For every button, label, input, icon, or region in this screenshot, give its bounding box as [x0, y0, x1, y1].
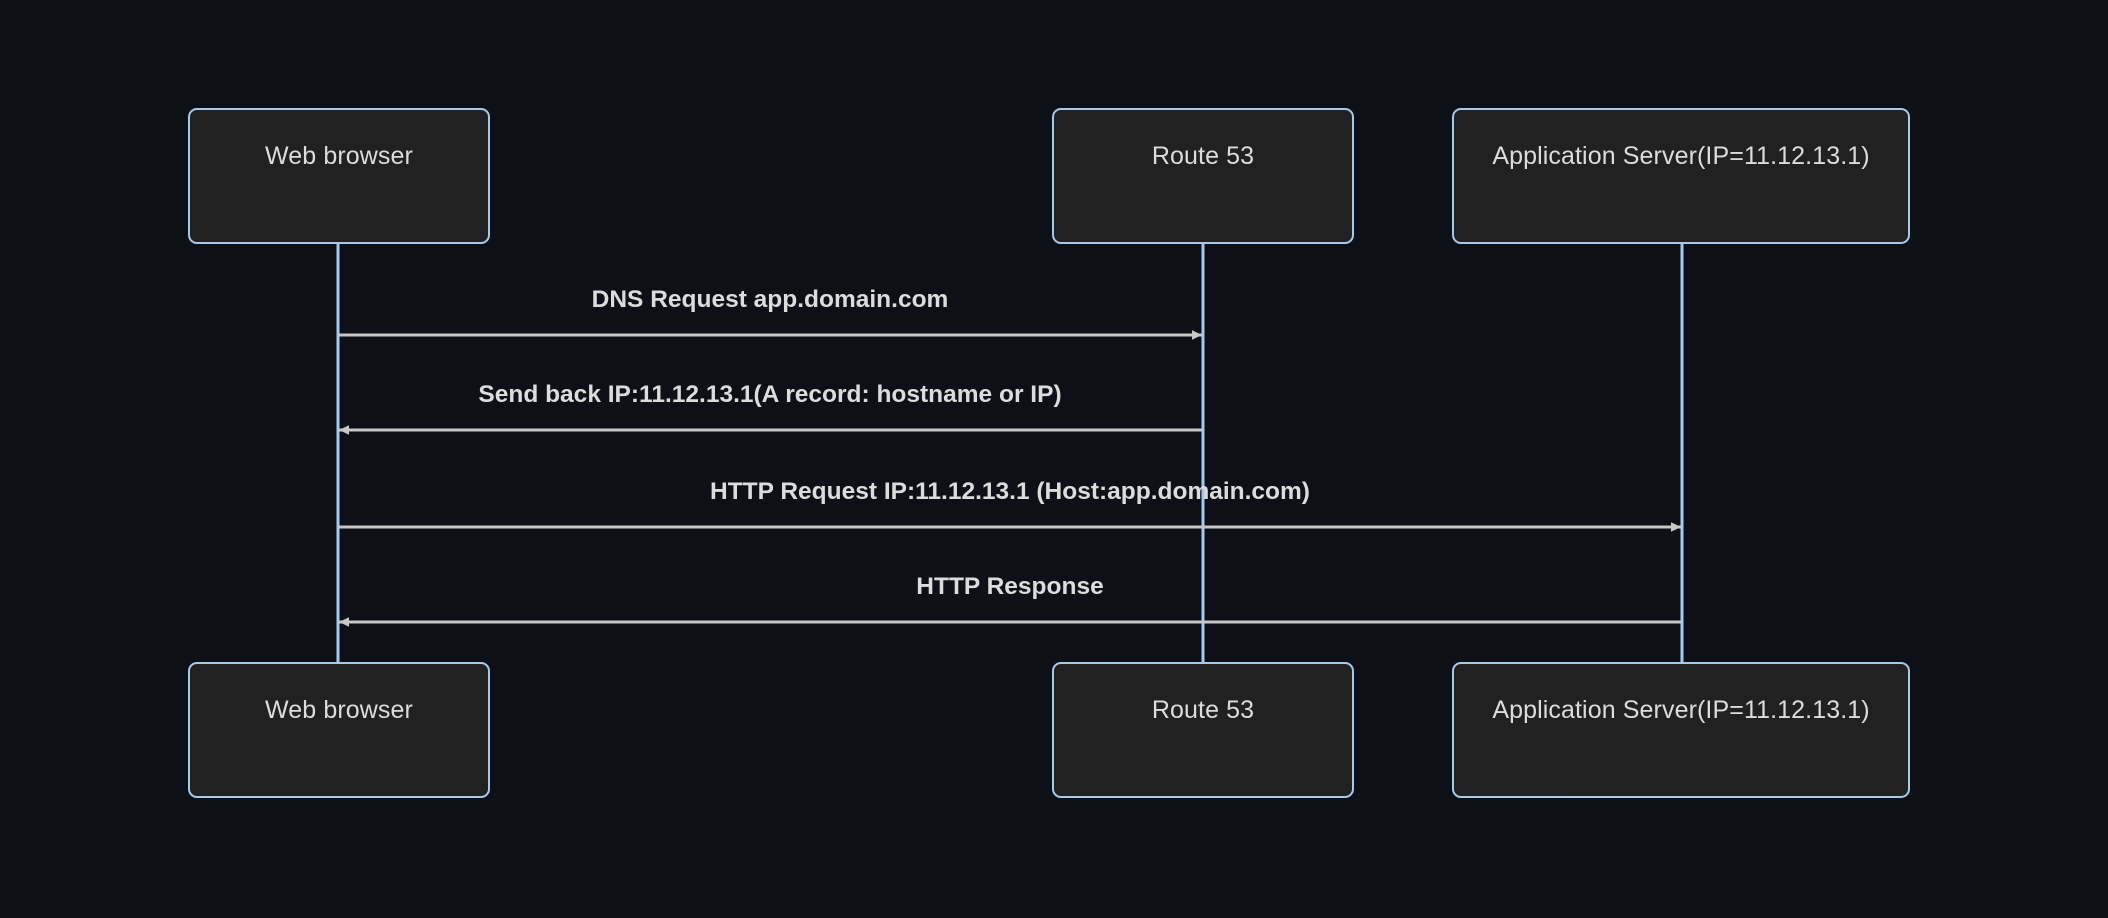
message-label-4: HTTP Response [916, 573, 1104, 600]
actor-box-browser-bottom[interactable]: Web browser [188, 662, 490, 798]
actor-label: Application Server(IP=11.12.13.1) [1492, 696, 1870, 724]
lifelines-group [336, 244, 1684, 662]
actor-label: Web browser [265, 696, 413, 724]
actor-label: Route 53 [1151, 142, 1255, 170]
actor-box-route53-top[interactable]: Route 53 [1052, 108, 1354, 244]
actor-label: Route 53 [1151, 696, 1255, 724]
message-arrows-group [338, 330, 1682, 627]
actor-box-appserver-top[interactable]: Application Server(IP=11.12.13.1) [1452, 108, 1910, 244]
message-label-3: HTTP Request IP:11.12.13.1 (Host:app.dom… [710, 478, 1310, 505]
message-label-2: Send back IP:11.12.13.1(A record: hostna… [478, 381, 1062, 408]
message-label-1: DNS Request app.domain.com [591, 286, 949, 313]
actor-label: Application Server(IP=11.12.13.1) [1492, 142, 1870, 170]
actor-label: Web browser [265, 142, 413, 170]
actor-box-browser-top[interactable]: Web browser [188, 108, 490, 244]
actor-box-appserver-bottom[interactable]: Application Server(IP=11.12.13.1) [1452, 662, 1910, 798]
actor-box-route53-bottom[interactable]: Route 53 [1052, 662, 1354, 798]
